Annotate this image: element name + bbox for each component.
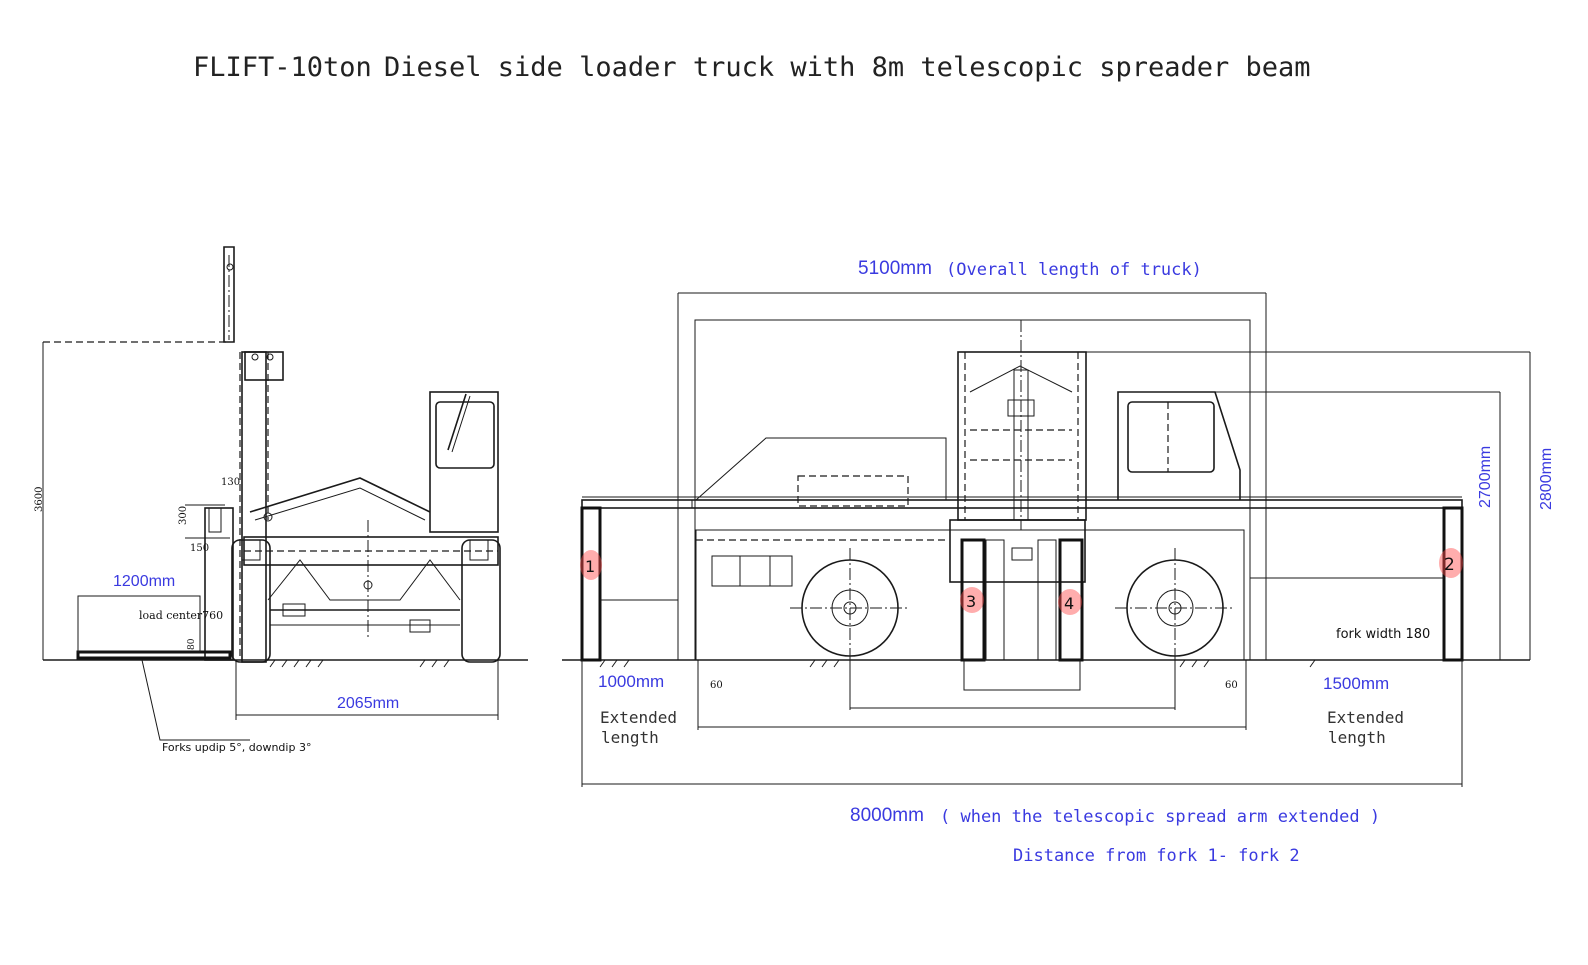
dim-300: 300	[178, 506, 189, 525]
front-cab-window	[1127, 401, 1215, 473]
overall-length-note: (Overall length of truck)	[946, 260, 1202, 280]
fork-length-label: 1200mm	[113, 573, 175, 590]
front-carriage	[949, 519, 1086, 583]
side-cab-window	[435, 401, 495, 469]
fork-2	[1442, 506, 1464, 662]
fork-marker-4-glow	[1058, 589, 1082, 615]
extended-total-value: 8000mm	[850, 805, 924, 826]
right-extension-value: 1500mm	[1323, 674, 1389, 693]
side-view: 3600 130 300 150 1200mm load center760 8…	[34, 246, 528, 754]
fork-marker-2-glow	[1439, 548, 1463, 578]
side-front-wheel	[231, 539, 271, 663]
side-mast	[241, 351, 267, 663]
fork-marker-3-glow	[960, 587, 984, 613]
side-fork-blade	[76, 650, 232, 660]
height-3600-label: 3600	[34, 487, 45, 512]
fork-tilt-leader	[141, 659, 250, 741]
title-model: FLIFT-10ton	[193, 52, 372, 83]
dim-60-right: 60	[1225, 680, 1238, 691]
side-cab	[429, 391, 499, 533]
fork-tilt-label: Forks updip 5°, downdip 3°	[162, 741, 311, 754]
side-load-box	[77, 595, 201, 653]
side-ground-hatch	[269, 659, 450, 668]
front-cab	[1117, 391, 1241, 500]
dim-80: 80	[187, 638, 197, 650]
height-2700-label: 2700mm	[1477, 446, 1494, 508]
fork-marker-1: 1	[585, 557, 595, 576]
overall-length-value: 5100mm	[858, 258, 932, 279]
height-2800-label: 2800mm	[1538, 448, 1555, 510]
side-boom	[249, 477, 431, 513]
front-wheel-right	[1115, 548, 1235, 708]
dim-60-left: 60	[710, 680, 723, 691]
extended-total-note: ( when the telescopic spread arm extende…	[940, 807, 1380, 827]
title-description: Diesel side loader truck with 8m telesco…	[384, 52, 1311, 83]
dim-150: 150	[190, 543, 209, 554]
wheelbase-label: 2065mm	[337, 695, 399, 712]
front-mast	[957, 351, 1087, 521]
fork-marker-2: 2	[1444, 555, 1455, 575]
left-extension-label-1: Extended	[600, 708, 677, 727]
front-ground-hatch	[599, 659, 1316, 668]
spreader-beam	[581, 499, 1463, 509]
distance-note: Distance from fork 1- fork 2	[1013, 846, 1300, 866]
fork-marker-3: 3	[966, 592, 976, 611]
right-extension-label-1: Extended	[1327, 708, 1404, 727]
dim-130: 130	[221, 477, 240, 488]
drawing-title: FLIFT-10ton Diesel side loader truck wit…	[193, 52, 1311, 83]
front-view: 5100mm (Overall length of truck) 2700mm …	[562, 258, 1555, 866]
right-extension-label-2: length	[1328, 728, 1386, 747]
front-hood	[695, 437, 947, 501]
fork-1	[580, 506, 602, 662]
fork-markers: 1 2 3 4	[580, 548, 1463, 615]
load-center-label: load center760	[139, 609, 223, 622]
fork-marker-4: 4	[1064, 594, 1074, 613]
side-rear-wheel	[461, 539, 501, 663]
front-wheel-left	[790, 548, 910, 708]
left-extension-value: 1000mm	[598, 672, 664, 691]
fork-marker-1-glow	[580, 550, 602, 580]
left-extension-label-2: length	[601, 728, 659, 747]
fork-width-label: fork width 180	[1336, 627, 1430, 642]
